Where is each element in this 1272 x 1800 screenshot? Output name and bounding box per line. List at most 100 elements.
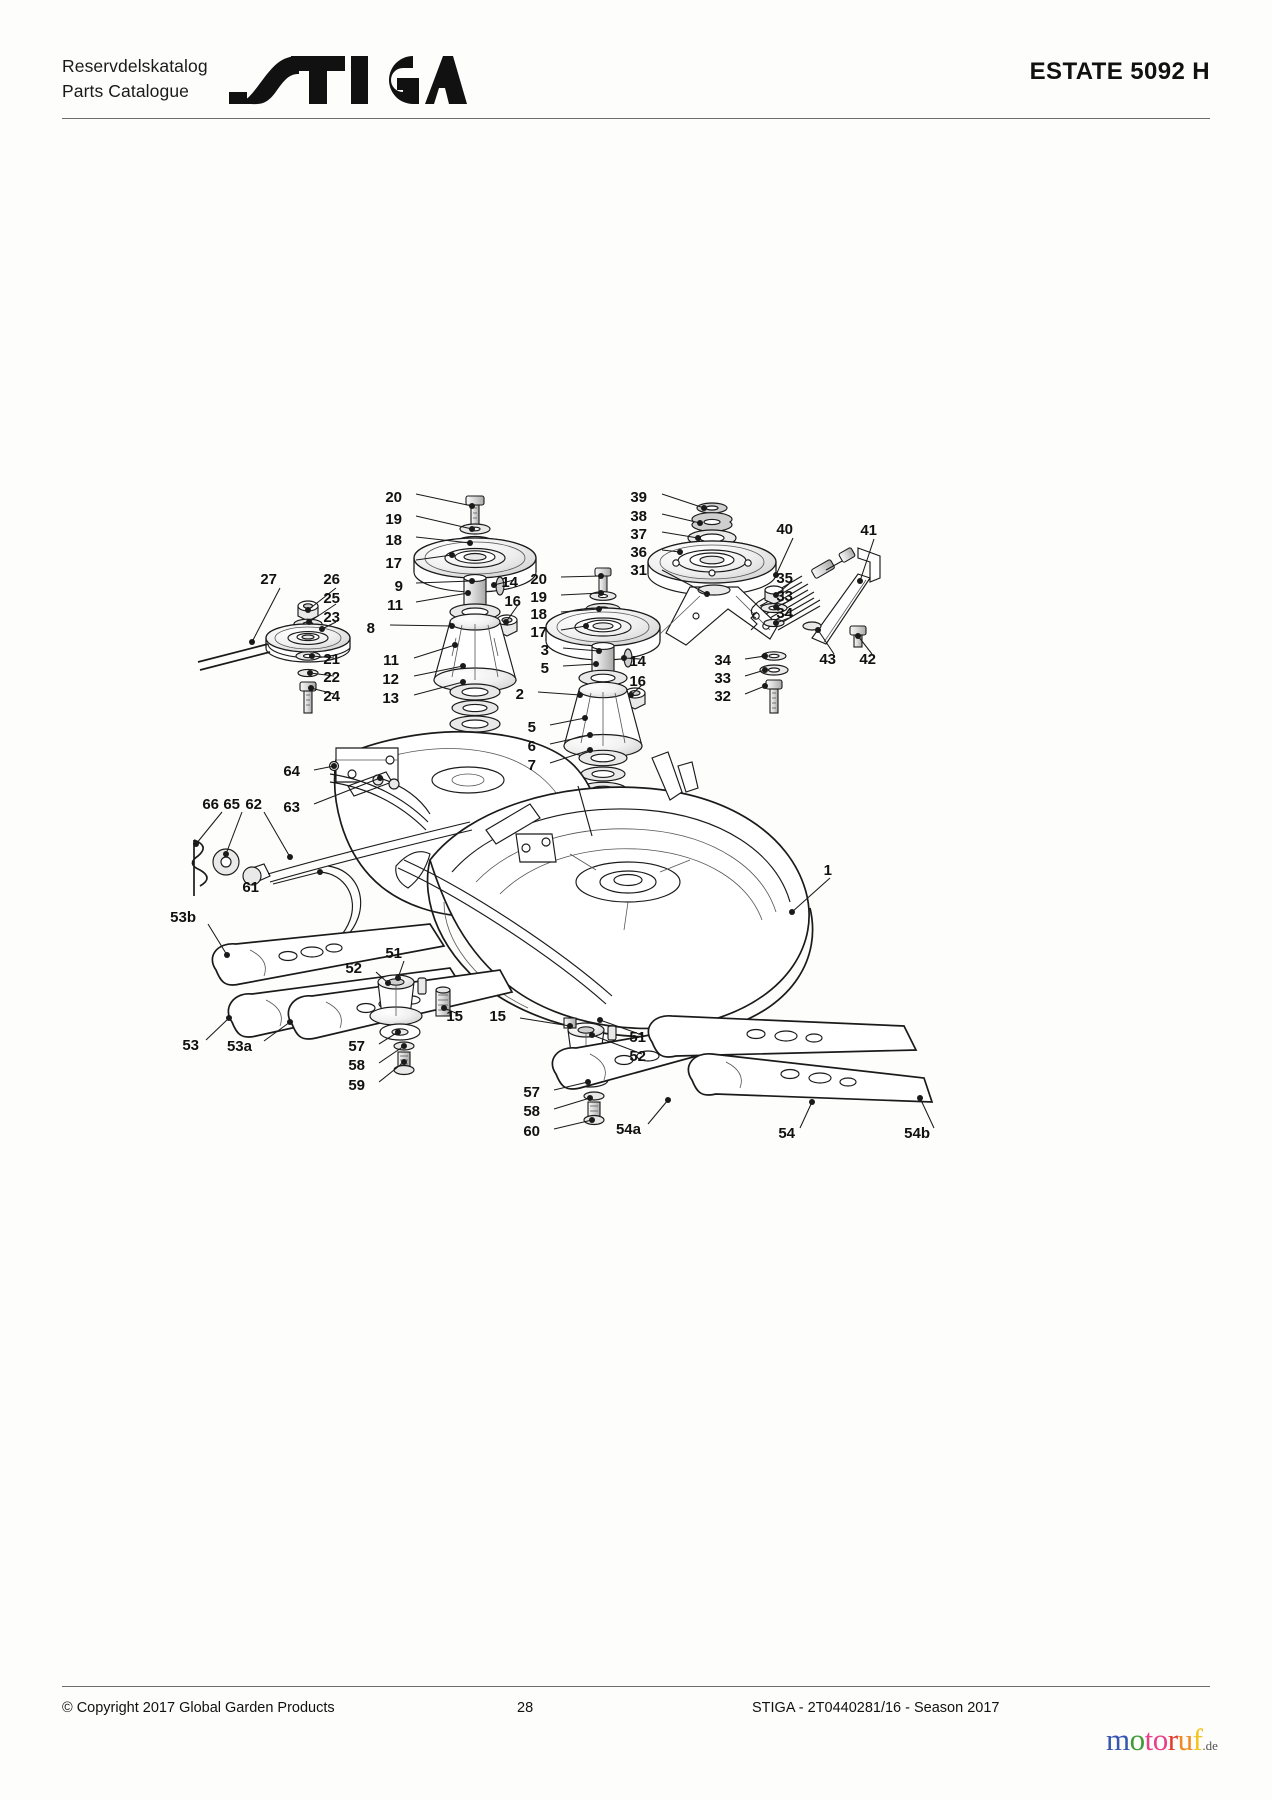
callout-57b: 57 [523, 1079, 591, 1101]
callout-label: 58 [348, 1057, 365, 1074]
callout-label: 5 [541, 660, 549, 677]
callout-54a: 54a [616, 1097, 671, 1138]
callout-label: 16 [504, 593, 521, 610]
leader-dot [587, 1095, 593, 1101]
leader-dot [773, 572, 779, 578]
leader-dot [762, 683, 768, 689]
callout-38: 38 [630, 508, 703, 526]
leader-dot [589, 1117, 595, 1123]
leader-dot [193, 841, 199, 847]
callout-label: 2 [516, 686, 524, 703]
leader-line [415, 515, 473, 530]
callout-label: 43 [819, 651, 836, 668]
footer-divider [62, 1686, 1210, 1687]
leader-dot [452, 642, 458, 648]
callout-6: 6 [528, 732, 593, 755]
callout-label: 7 [528, 757, 536, 774]
watermark-letter-2: t [1144, 1722, 1154, 1757]
callout-34b: 34 [714, 652, 768, 669]
callout-label: 32 [714, 688, 731, 705]
leader-line [415, 493, 473, 507]
leader-dot [809, 1099, 815, 1105]
callout-label: 65 [223, 796, 240, 813]
callout-35: 35 [773, 570, 793, 598]
callout-40: 40 [773, 521, 794, 578]
callout-39: 39 [630, 489, 707, 511]
leader-line [919, 1097, 935, 1129]
watermark-letter-1: o [1129, 1722, 1146, 1757]
cutting-deck-1 [333, 730, 814, 1038]
callout-layer: 2019181791181112131416201918173525671416… [170, 489, 935, 1142]
leader-line [549, 717, 586, 726]
leader-dot [677, 549, 683, 555]
callout-15: 15 [441, 1005, 463, 1025]
callout-15b: 15 [489, 1008, 573, 1029]
watermark-letter-3: o [1152, 1722, 1169, 1757]
callout-label: 53a [227, 1038, 253, 1055]
callout-label: 54 [778, 1125, 795, 1142]
leader-dot [226, 1015, 232, 1021]
callout-label: 37 [630, 526, 647, 543]
leader-line [591, 1034, 643, 1055]
callout-14: 14 [491, 574, 519, 591]
leader-dot [587, 732, 593, 738]
pulley-23 [265, 623, 351, 663]
leader-dot [224, 952, 230, 958]
callout-3: 3 [541, 642, 602, 659]
callout-label: 15 [446, 1008, 463, 1025]
leader-line [562, 663, 597, 667]
callout-label: 40 [776, 521, 793, 538]
callout-19: 19 [385, 511, 475, 532]
leader-line [413, 644, 456, 659]
callout-label: 33 [714, 670, 731, 687]
leader-line [549, 749, 591, 764]
leader-dot [857, 578, 863, 584]
callout-16: 16 [503, 593, 521, 625]
catalogue-label-en: Parts Catalogue [62, 81, 189, 102]
fastener-stack-32-35 [759, 585, 789, 714]
idler-pulley-assembly [197, 600, 351, 714]
motoruf-watermark: motoruf.de [1106, 1722, 1218, 1758]
leader-dot [762, 653, 768, 659]
callout-18b: 18 [530, 606, 602, 623]
callout-label: 23 [323, 609, 340, 626]
callout-51: 51 [385, 945, 405, 981]
callout-label: 20 [530, 571, 547, 588]
callout-label: 58 [523, 1103, 540, 1120]
leader-line [560, 592, 602, 596]
leader-line [251, 587, 281, 643]
pulley-17b [545, 607, 661, 661]
callout-17b: 17 [530, 623, 589, 641]
leader-dot [491, 582, 497, 588]
callout-32: 32 [714, 683, 768, 705]
leader-line [415, 580, 473, 584]
callout-65: 65 [223, 796, 243, 857]
callout-33b: 33 [714, 667, 768, 687]
leader-dot [377, 775, 383, 781]
leader-dot [460, 679, 466, 685]
callout-18: 18 [385, 532, 473, 549]
callout-label: 1 [824, 862, 832, 879]
callout-53: 53 [182, 1015, 232, 1054]
leader-line [560, 608, 600, 613]
callout-17: 17 [385, 552, 455, 572]
callout-label: 11 [383, 652, 399, 669]
blade-54b [687, 1053, 934, 1103]
leader-line [263, 811, 291, 858]
callout-label: 24 [323, 688, 340, 705]
callout-label: 54b [904, 1125, 930, 1142]
leader-dot [762, 667, 768, 673]
leader-line [263, 1021, 291, 1042]
leader-dot [855, 633, 861, 639]
callout-52: 52 [345, 960, 391, 986]
callout-5b: 5 [528, 715, 588, 736]
leader-line [505, 604, 519, 623]
callout-label: 42 [859, 651, 876, 668]
leader-dot [598, 590, 604, 596]
callout-label: 39 [630, 489, 647, 506]
tensioner-assembly [647, 502, 881, 714]
callout-20: 20 [385, 489, 475, 509]
blade-hub-left [369, 974, 451, 1076]
bolt-24 [299, 681, 317, 714]
